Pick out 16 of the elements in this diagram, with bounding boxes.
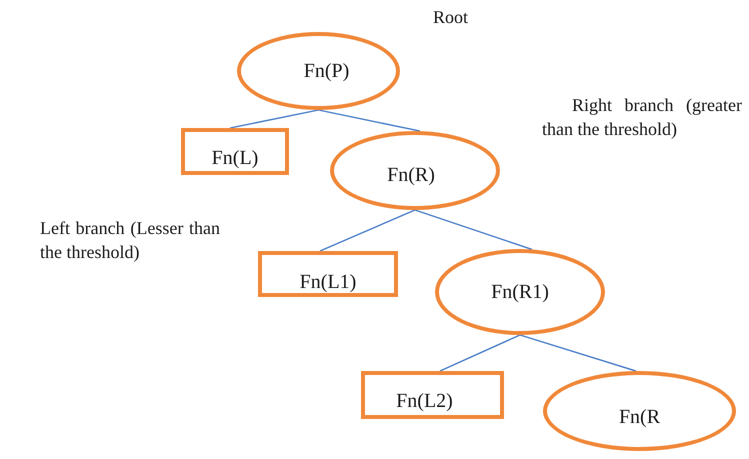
connector-line xyxy=(440,334,520,372)
connector-line xyxy=(230,109,319,129)
connector-line xyxy=(318,109,420,132)
rectangle-node: Fn(L2) xyxy=(361,371,504,419)
ellipse-node: Fn(R xyxy=(543,371,736,451)
ellipse-node: Fn(R1) xyxy=(435,249,605,335)
ellipse-node: Fn(R) xyxy=(330,131,500,210)
ellipse-node: Fn(P) xyxy=(237,32,400,110)
connector-line xyxy=(414,209,532,250)
rectangle-node: Fn(L) xyxy=(181,128,289,175)
connector-line xyxy=(320,209,416,252)
connector-line xyxy=(520,334,636,372)
rectangle-node: Fn(L1) xyxy=(258,251,398,297)
annotation-text: Right branch (greater than the threshold) xyxy=(542,94,742,142)
annotation-text: Left branch (Lesser than the threshold) xyxy=(40,217,220,264)
root-label: Root xyxy=(433,6,468,29)
